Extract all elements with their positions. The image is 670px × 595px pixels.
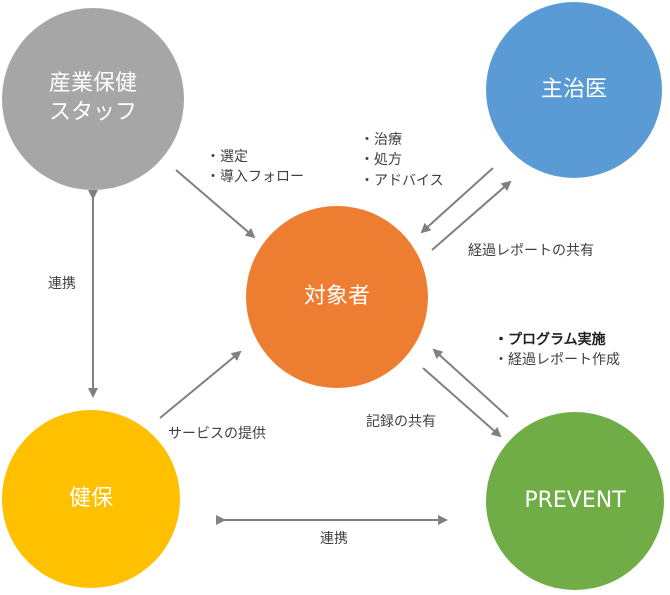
node-shujii-label: 主治医	[540, 76, 607, 102]
label-report-share: 経過レポートの共有	[468, 243, 594, 259]
arrow-taisho-to-prevent	[422, 367, 502, 438]
node-sangyo-hoken-staff: 産業保健 スタッフ	[2, 8, 184, 190]
label-service: サービスの提供	[168, 426, 266, 442]
node-taishosha-label: 対象者	[303, 283, 370, 309]
node-taishosha: 対象者	[246, 206, 428, 388]
label-shuji-to-taisho: ・治療 ・処方 ・アドバイス	[360, 130, 444, 191]
label-report-sakusei: ・経過レポート作成	[494, 352, 620, 369]
label-advice: ・アドバイス	[360, 172, 444, 189]
label-donyu-follow: ・導入フォロー	[206, 169, 304, 186]
label-renkei-left: 連携	[48, 276, 76, 292]
label-shoho: ・処方	[360, 152, 402, 169]
arrow-kenpo-to-taisho	[159, 350, 242, 419]
label-renkei-bottom: 連携	[320, 531, 348, 547]
arrow-prevent-to-taisho	[432, 348, 509, 418]
label-prevent-to-taisho: ・プログラム実施 ・経過レポート作成	[494, 330, 620, 371]
node-shujii: 主治医	[486, 2, 662, 178]
arrow-shuji-to-taisho	[420, 167, 494, 234]
node-prevent: PREVENT	[486, 412, 664, 590]
label-kiroku-share: 記録の共有	[366, 414, 436, 430]
label-program-jisshi: ・プログラム実施	[494, 332, 606, 348]
arrow-taisho-to-shuji	[431, 180, 512, 251]
node-sangyo-label: 産業保健 スタッフ	[48, 71, 137, 125]
node-prevent-label: PREVENT	[524, 487, 626, 513]
arrow-sangyo-to-taisho	[175, 169, 256, 239]
label-chiryo: ・治療	[360, 132, 402, 148]
label-sangyo-to-taisho: ・選定 ・導入フォロー	[206, 147, 304, 188]
node-kenpo: 健保	[2, 410, 180, 588]
label-sentei: ・選定	[206, 149, 248, 165]
node-kenpo-label: 健保	[68, 485, 113, 511]
